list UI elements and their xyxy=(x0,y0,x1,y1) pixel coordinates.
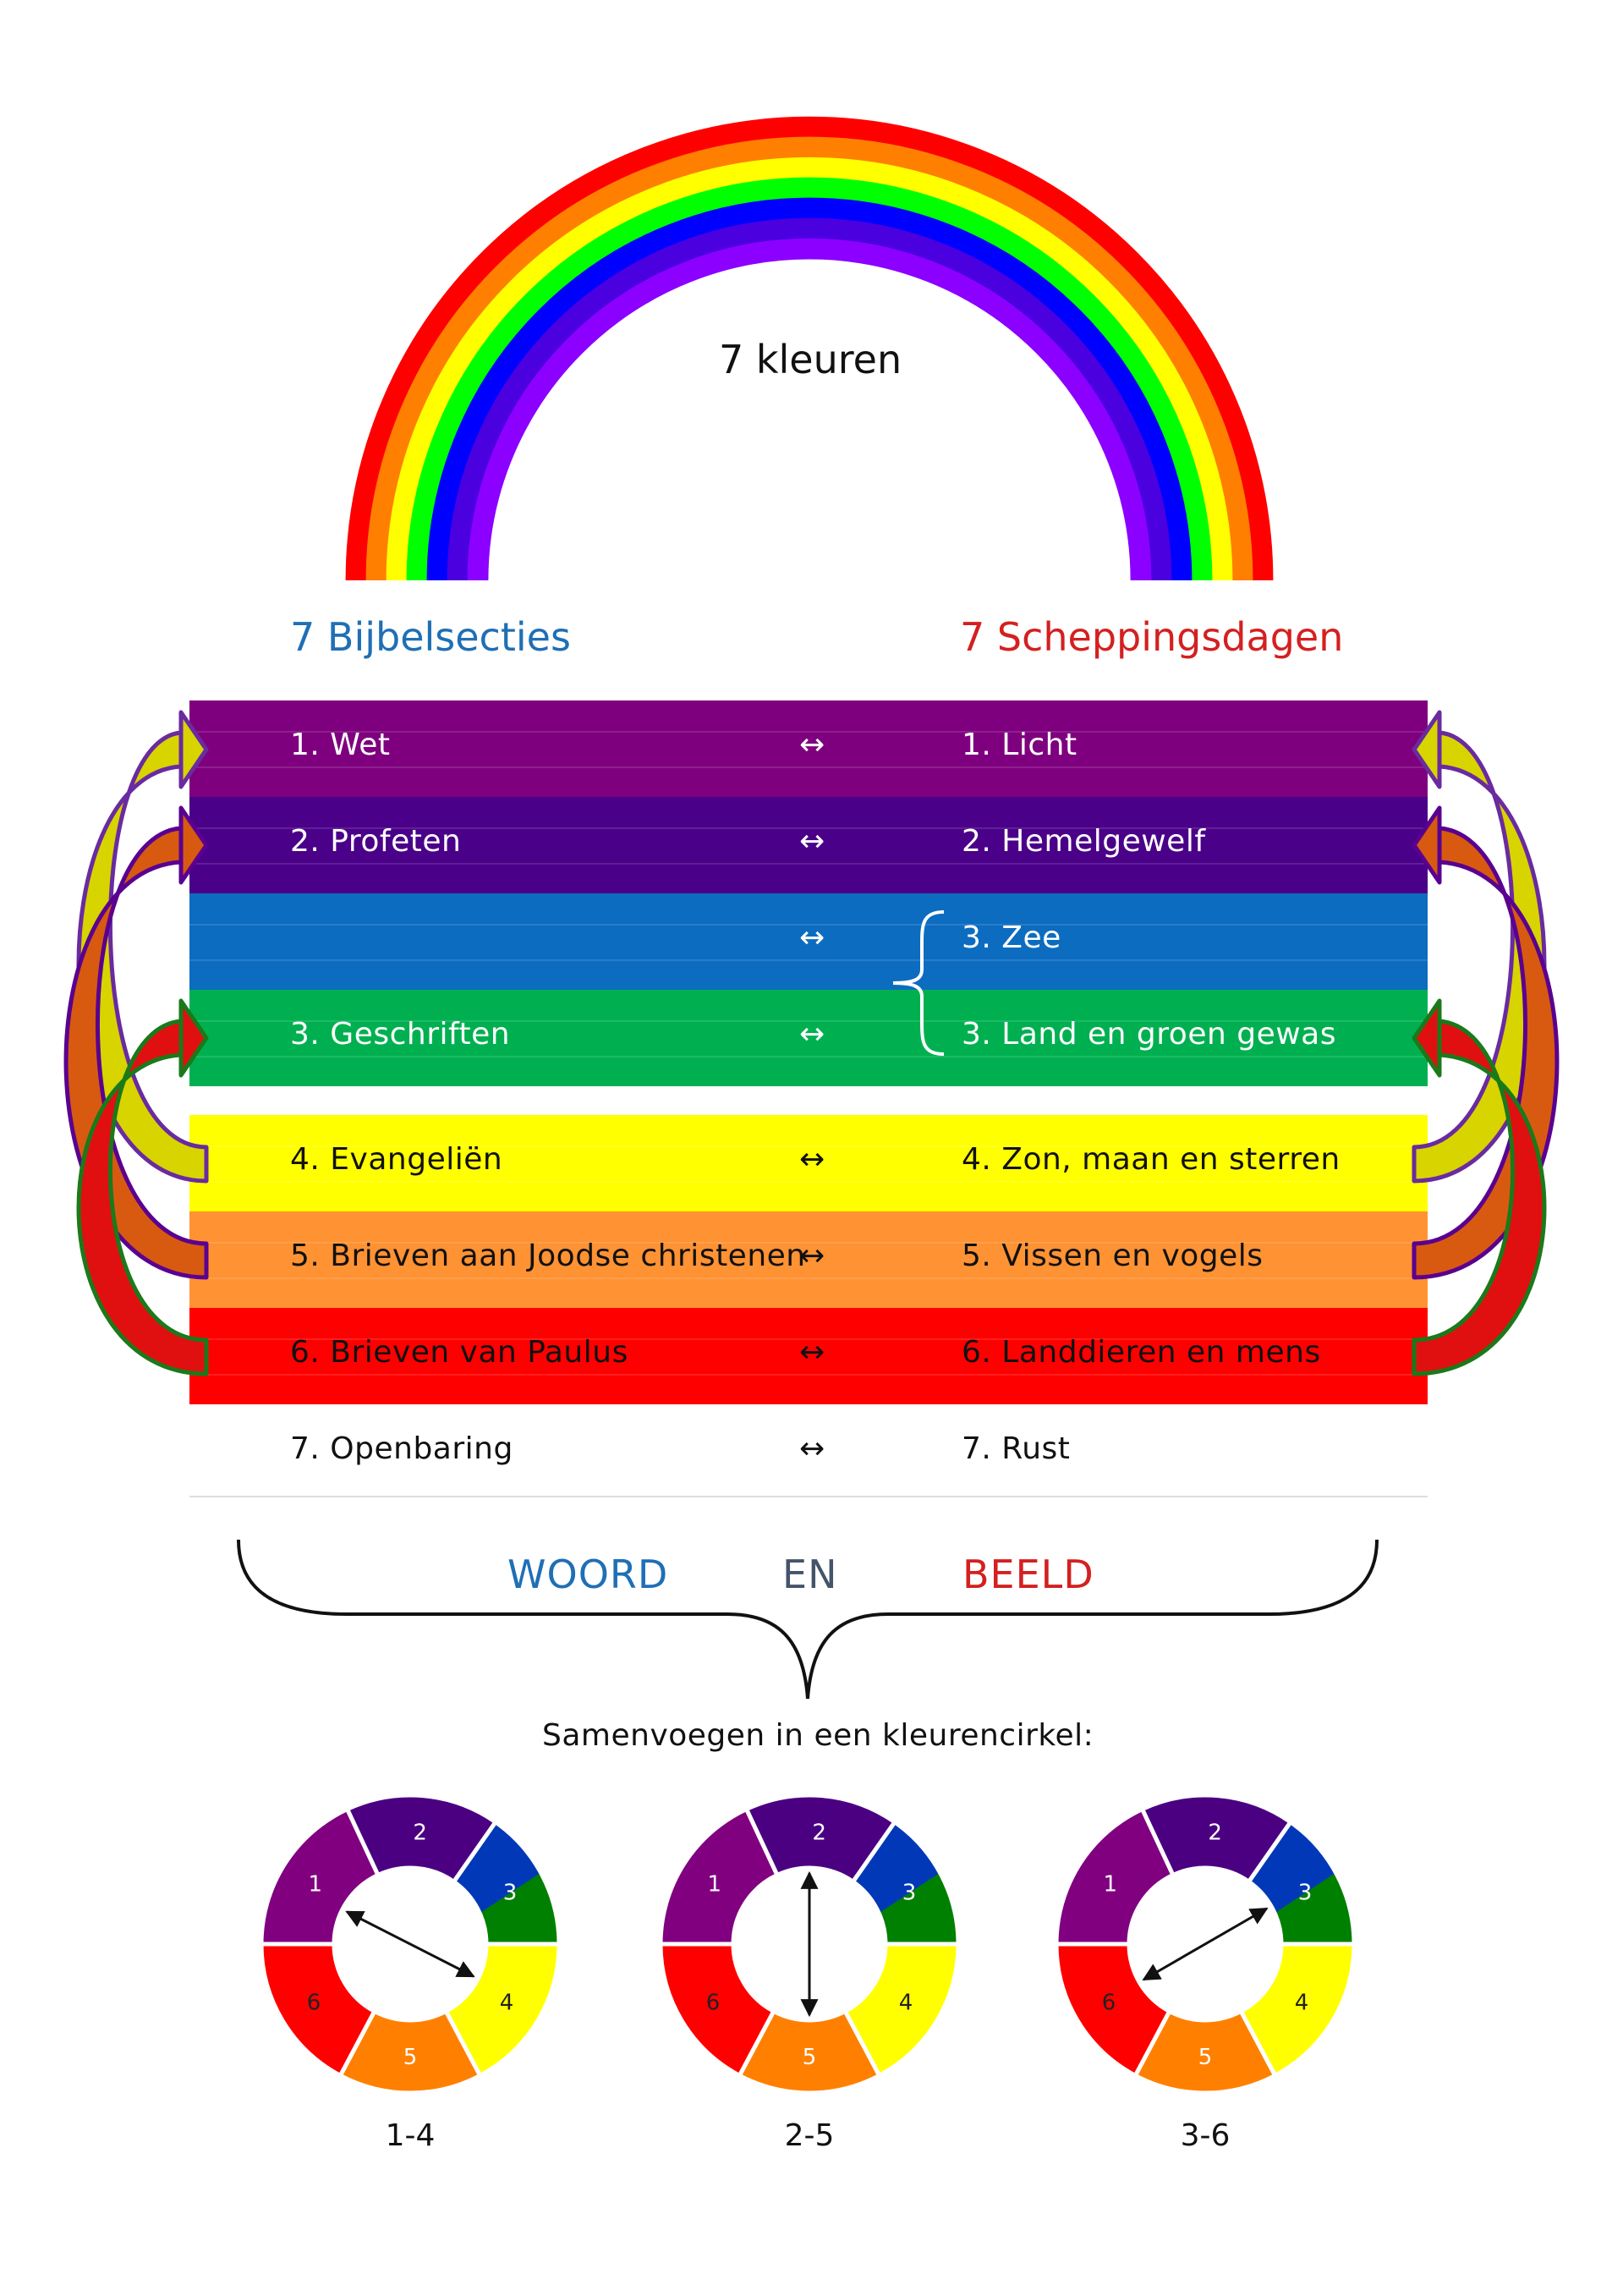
wheel-segment xyxy=(658,1942,777,2079)
color-wheel: 1 2 3 4 5 6 xyxy=(1054,1793,1357,2096)
table-row xyxy=(189,1404,1428,1501)
table-row xyxy=(189,990,1428,1086)
rainbow-arc xyxy=(426,197,1193,581)
wheel-segment-number: 5 xyxy=(1198,2045,1213,2070)
wheel-segment-number: 2 xyxy=(812,1821,826,1846)
row-arrow: ↔ xyxy=(799,728,825,762)
table-row xyxy=(189,1211,1428,1308)
row-creation-day: 7. Rust xyxy=(962,1431,1071,1466)
double-arrow-icon xyxy=(1142,1907,1269,1981)
rainbow-arc xyxy=(447,217,1172,581)
rainbow-arc xyxy=(467,238,1152,581)
wheel-segment-number: 2 xyxy=(413,1821,427,1846)
wheel-segment-number: 6 xyxy=(1102,1991,1116,2016)
combine-caption: Samenvoegen in een kleurencirkel: xyxy=(542,1718,1094,1753)
rainbow-arc xyxy=(386,157,1233,581)
wheel-label: 3-6 xyxy=(1180,2118,1231,2153)
word-woord: WOORD xyxy=(507,1552,669,1597)
row-creation-day: 1. Licht xyxy=(962,728,1077,762)
row-arrow: ↔ xyxy=(799,1239,825,1273)
row-bible-section: 1. Wet xyxy=(290,728,391,762)
row-creation-day: 2. Hemelgewelf xyxy=(962,824,1206,859)
row-creation-day: 3. Zee xyxy=(962,920,1061,955)
curved-arrow xyxy=(1412,998,1547,1376)
wheel-segment-number: 1 xyxy=(309,1872,323,1898)
table-divider xyxy=(189,1496,1428,1497)
wheel-segment-number: 6 xyxy=(706,1991,721,2016)
row-creation-day: 4. Zon, maan en sterren xyxy=(962,1142,1341,1177)
curved-arrow xyxy=(63,805,209,1280)
table-row xyxy=(189,1115,1428,1211)
wheel-segment-number: 4 xyxy=(1295,1991,1309,2016)
rainbow-arc xyxy=(365,136,1253,581)
wheel-segment-number: 3 xyxy=(503,1881,518,1906)
wheel-segment-number: 5 xyxy=(403,2045,418,2070)
wheel-label: 2-5 xyxy=(784,2118,835,2153)
curved-arrow xyxy=(1412,710,1547,1184)
wheel-segment-number: 4 xyxy=(500,1991,514,2016)
wheel-segment xyxy=(259,1942,378,2079)
wheel-segment xyxy=(442,1942,562,2079)
wheel-segment-number: 5 xyxy=(803,2045,817,2070)
color-wheel: 1 2 3 4 5 6 xyxy=(658,1793,961,2096)
rainbow-label: 7 kleuren xyxy=(719,337,902,382)
wheel-segment xyxy=(658,1806,781,1947)
row-creation-day: 3. Land en groen gewas xyxy=(962,1017,1336,1052)
wheel-segment xyxy=(344,1793,499,1885)
row-creation-day: 5. Vissen en vogels xyxy=(962,1239,1264,1273)
row-arrow: ↔ xyxy=(799,1335,825,1370)
table-row xyxy=(189,893,1428,990)
row-arrow: ↔ xyxy=(799,1017,825,1052)
wheel-segment xyxy=(850,1819,961,1947)
wheel-segment xyxy=(1237,1942,1357,2079)
row-bible-section: 6. Brieven van Paulus xyxy=(290,1335,628,1370)
heading-bible-sections: 7 Bijbelsecties xyxy=(290,614,571,660)
row-bible-section: 5. Brieven aan Joodse christenen xyxy=(290,1239,806,1273)
wheel-segment xyxy=(1054,1806,1176,1947)
row-bible-section: 7. Openbaring xyxy=(290,1431,513,1466)
wheel-segment-number: 2 xyxy=(1208,1821,1222,1846)
heading-creation-days: 7 Scheppingsdagen xyxy=(960,614,1344,660)
row-arrow: ↔ xyxy=(799,824,825,859)
wheel-segment-number: 6 xyxy=(307,1991,321,2016)
wheel-segment xyxy=(259,1806,381,1947)
wheel-segment-number: 1 xyxy=(708,1872,722,1898)
row-arrow: ↔ xyxy=(799,1431,825,1466)
wheel-segment-number: 3 xyxy=(1298,1881,1313,1906)
curved-arrow xyxy=(1412,805,1560,1280)
curved-arrow xyxy=(76,998,209,1376)
wheel-segment xyxy=(1139,1793,1294,1885)
wheel-segment xyxy=(743,1793,898,1885)
wheel-segment xyxy=(1246,1819,1357,1947)
curly-brace-icon xyxy=(237,1539,1379,1700)
row-bible-section: 2. Profeten xyxy=(290,824,462,859)
row-bible-section: 4. Evangeliën xyxy=(290,1142,503,1177)
row-arrow: ↔ xyxy=(799,1142,825,1177)
wheel-label: 1-4 xyxy=(385,2118,436,2153)
table-row xyxy=(189,700,1428,797)
wheel-segment xyxy=(1054,1942,1173,2079)
table-row xyxy=(189,1308,1428,1404)
rainbow-arc xyxy=(406,177,1213,581)
wheel-segment-number: 1 xyxy=(1104,1872,1118,1898)
rainbow-arc xyxy=(345,116,1274,581)
wheel-segment-number: 4 xyxy=(899,1991,913,2016)
word-en: EN xyxy=(782,1552,838,1597)
wheel-segment xyxy=(842,1942,961,2079)
brace-icon xyxy=(892,910,945,1056)
table-row xyxy=(189,797,1428,893)
curved-arrow xyxy=(76,710,209,1184)
word-beeld: BEELD xyxy=(962,1552,1094,1597)
wheel-segment xyxy=(451,1819,562,1947)
row-bible-section: 3. Geschriften xyxy=(290,1017,511,1052)
row-creation-day: 6. Landdieren en mens xyxy=(962,1335,1321,1370)
rainbow xyxy=(345,116,1274,581)
color-wheel: 1 2 3 4 5 6 xyxy=(259,1793,562,2096)
wheel-segment-number: 3 xyxy=(902,1881,917,1906)
double-arrow-icon xyxy=(345,1910,475,1978)
row-arrow: ↔ xyxy=(799,920,825,955)
